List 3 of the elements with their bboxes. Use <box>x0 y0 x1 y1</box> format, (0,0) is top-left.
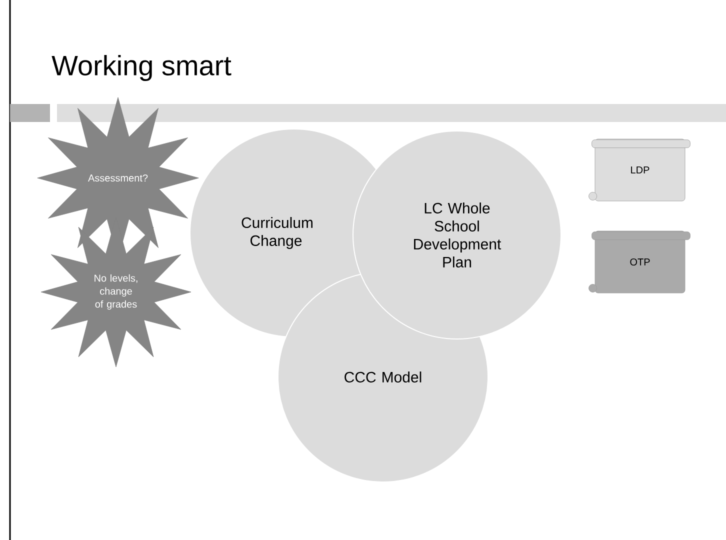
starburst: Assessment? <box>37 97 199 259</box>
starburst: No levels, change of grades <box>40 216 192 368</box>
title: Working smart <box>52 54 232 82</box>
